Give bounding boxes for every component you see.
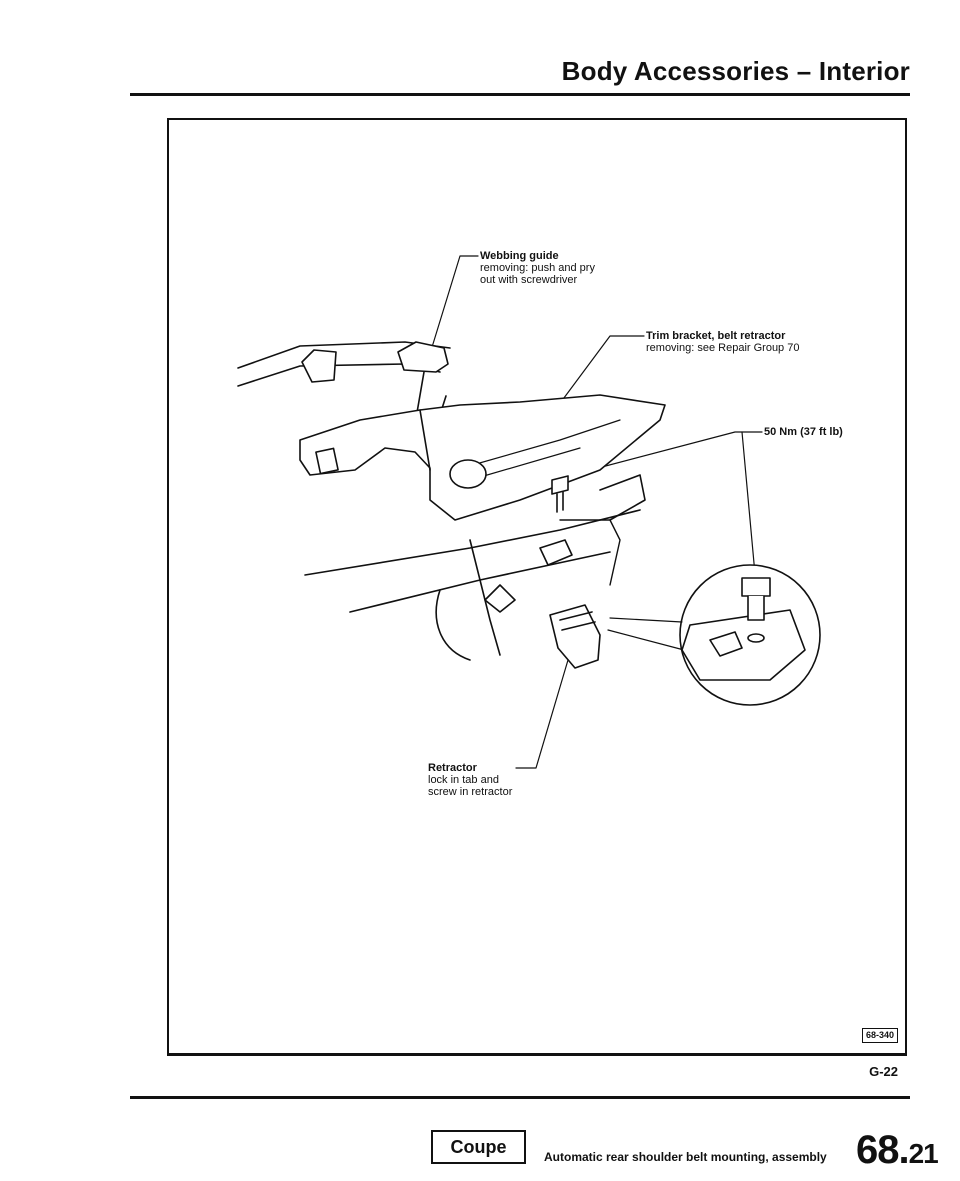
leader-webbing-guide — [424, 255, 479, 371]
footer-rule — [130, 1096, 910, 1099]
leader-trim-bracket — [554, 335, 645, 411]
callout-torque-title: 50 Nm (37 ft lb) — [764, 426, 843, 438]
callout-retractor-line1: lock in tab and — [428, 774, 499, 786]
callout-trim-bracket-title: Trim bracket, belt retractor — [646, 330, 786, 342]
callout-webbing-guide-title: Webbing guide — [480, 250, 559, 262]
figure-frame-bottom — [167, 1053, 907, 1056]
retractor — [549, 604, 601, 669]
bolt — [551, 475, 569, 495]
figure-frame-right — [905, 118, 907, 1055]
figure-code: 68-340 — [862, 1028, 899, 1043]
page-number: 68.21 — [856, 1128, 939, 1173]
callout-retractor-title: Retractor — [428, 762, 477, 774]
model-badge: Coupe — [431, 1130, 526, 1164]
trim-bracket — [299, 394, 666, 521]
callout-webbing-guide: Webbing guide removing: push and pry out… — [480, 250, 595, 286]
callout-trim-bracket-line1: removing: see Repair Group 70 — [646, 342, 800, 354]
callout-retractor: Retractor lock in tab and screw in retra… — [428, 762, 512, 798]
figure-frame — [167, 118, 907, 1055]
callout-webbing-guide-line1: removing: push and pry — [480, 262, 595, 274]
callout-torque: 50 Nm (37 ft lb) — [764, 426, 843, 438]
header-rule — [130, 93, 910, 96]
leader-retractor — [515, 659, 569, 769]
page-title: Body Accessories – Interior — [561, 56, 910, 86]
footer-caption: Automatic rear shoulder belt mounting, a… — [544, 1150, 827, 1164]
page-number-minor: 21 — [908, 1138, 939, 1169]
page-number-major: 68. — [856, 1128, 910, 1172]
callout-retractor-line2: screw in retractor — [428, 786, 513, 798]
callout-webbing-guide-line2: out with screwdriver — [480, 274, 578, 286]
page-reference: G-22 — [869, 1064, 898, 1079]
callout-trim-bracket: Trim bracket, belt retractor removing: s… — [646, 330, 799, 354]
leader-torque-bolt — [559, 431, 763, 479]
